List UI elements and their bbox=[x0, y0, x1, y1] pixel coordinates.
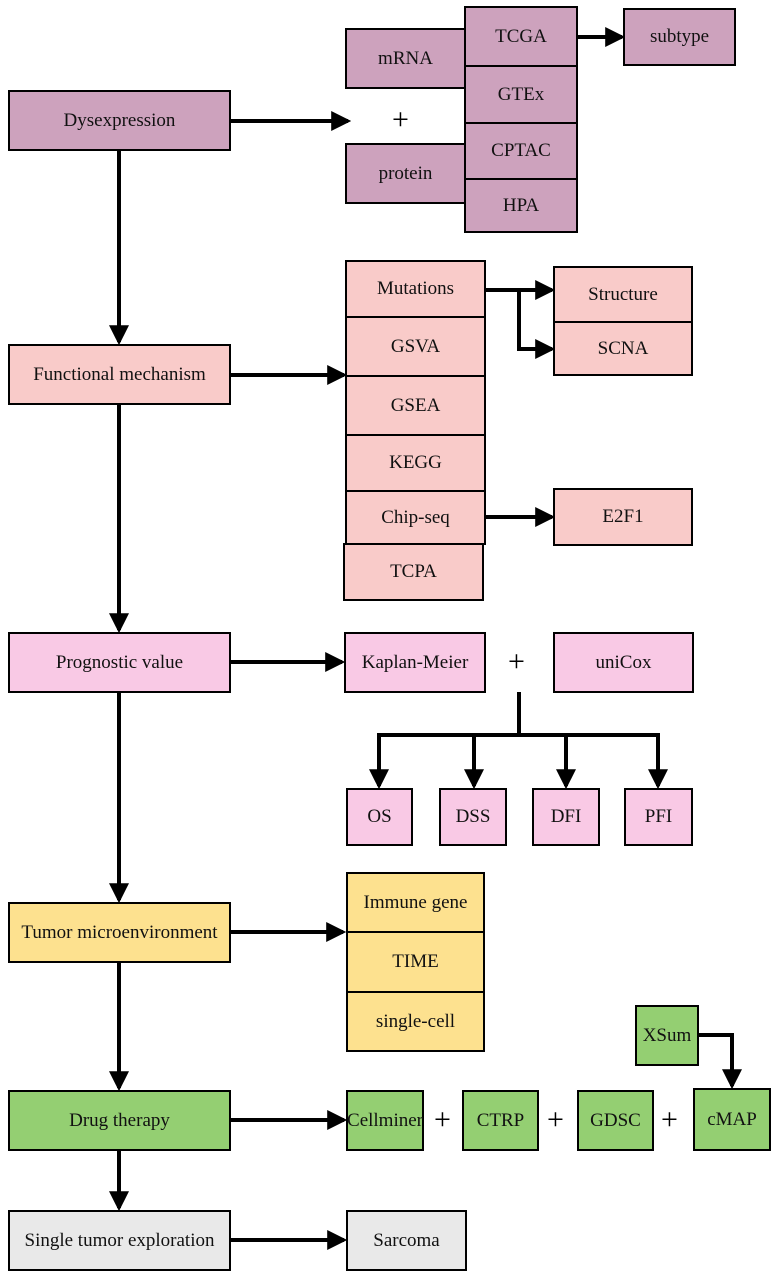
dfi-box: DFI bbox=[532, 788, 600, 846]
subtype-box: subtype bbox=[623, 8, 736, 66]
scna-box: SCNA bbox=[553, 321, 693, 376]
arrow-mutations-to-scna bbox=[517, 290, 556, 359]
structure-box: Structure bbox=[553, 266, 693, 323]
sarcoma-box: Sarcoma bbox=[346, 1210, 467, 1271]
plus-sign: + bbox=[392, 103, 409, 136]
mutations-box: Mutations bbox=[345, 260, 486, 318]
drug-therapy-box: Drug therapy bbox=[8, 1090, 231, 1151]
cptac-box: CPTAC bbox=[464, 122, 578, 180]
ctrp-box: CTRP bbox=[462, 1090, 539, 1151]
gsva-box: GSVA bbox=[345, 316, 486, 377]
protein-box: protein bbox=[345, 143, 466, 204]
kaplan-meier-box: Kaplan-Meier bbox=[344, 632, 486, 693]
immune-gene-box: Immune gene bbox=[346, 872, 485, 933]
unicox-box: uniCox bbox=[553, 632, 694, 693]
tcpa-box: TCPA bbox=[343, 543, 484, 601]
hpa-box: HPA bbox=[464, 178, 578, 233]
chipseq-box: Chip-seq bbox=[345, 490, 486, 545]
plus-sign: + bbox=[434, 1103, 451, 1136]
gsea-box: GSEA bbox=[345, 375, 486, 436]
tumor-microenvironment-box: Tumor microenvironment bbox=[8, 902, 231, 963]
dysexpression-box: Dysexpression bbox=[8, 90, 231, 151]
gdsc-box: GDSC bbox=[577, 1090, 654, 1151]
arrow-xsum-to-cmap bbox=[698, 1033, 742, 1090]
plus-sign: + bbox=[547, 1103, 564, 1136]
single-cell-box: single-cell bbox=[346, 991, 485, 1052]
time-box: TIME bbox=[346, 931, 485, 993]
os-box: OS bbox=[346, 788, 413, 846]
prognostic-value-box: Prognostic value bbox=[8, 632, 231, 693]
gtex-box: GTEx bbox=[464, 65, 578, 124]
single-tumor-exploration-box: Single tumor exploration bbox=[8, 1210, 231, 1271]
tcga-box: TCGA bbox=[464, 6, 578, 67]
e2f1-box: E2F1 bbox=[553, 488, 693, 546]
cellminer-box: Cellminer bbox=[346, 1090, 424, 1151]
cmap-box: cMAP bbox=[693, 1088, 771, 1151]
mrna-box: mRNA bbox=[345, 28, 466, 89]
plus-sign: + bbox=[508, 645, 525, 678]
plus-sign: + bbox=[661, 1103, 678, 1136]
kegg-box: KEGG bbox=[345, 434, 486, 492]
pfi-box: PFI bbox=[624, 788, 693, 846]
dss-box: DSS bbox=[439, 788, 507, 846]
xsum-box: XSum bbox=[635, 1005, 699, 1066]
functional-mechanism-box: Functional mechanism bbox=[8, 344, 231, 405]
